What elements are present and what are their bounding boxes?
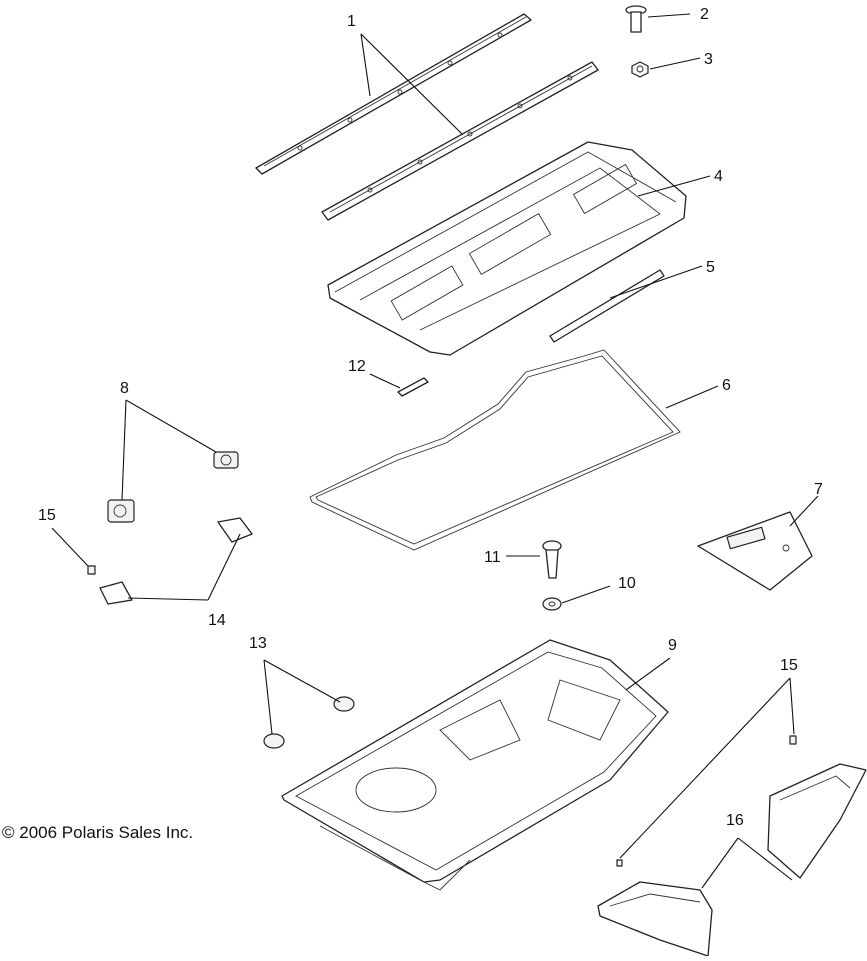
part-9-tub xyxy=(281,639,669,891)
callout-1: 1 xyxy=(347,13,356,30)
part-12-pin xyxy=(397,377,429,397)
part-5-rod xyxy=(549,269,665,343)
part-11-bolt xyxy=(542,540,562,579)
callout-4: 4 xyxy=(714,168,723,185)
callout-11: 11 xyxy=(484,549,501,566)
part-7-plate xyxy=(697,511,813,591)
callout-15-left: 15 xyxy=(38,507,56,524)
callout-labels: 1 2 3 4 5 6 7 8 9 10 11 12 13 14 15 15 1… xyxy=(38,6,823,829)
part-16-fenders xyxy=(597,763,867,957)
callout-2: 2 xyxy=(700,6,709,23)
callout-6: 6 xyxy=(722,377,731,394)
part-6-seal xyxy=(309,349,681,551)
part-1-strips xyxy=(255,13,599,221)
callout-3: 3 xyxy=(704,51,713,68)
part-15-fasteners xyxy=(87,565,797,867)
part-13-plugs xyxy=(263,696,355,749)
part-8-latches xyxy=(107,451,239,523)
callout-9: 9 xyxy=(668,637,677,654)
part-10-washer xyxy=(542,597,562,611)
callout-5: 5 xyxy=(706,259,715,276)
part-14-clips xyxy=(99,517,253,605)
callout-12: 12 xyxy=(348,358,366,375)
callout-14: 14 xyxy=(208,612,226,629)
callout-7: 7 xyxy=(814,481,823,498)
callout-13: 13 xyxy=(249,635,267,652)
callout-8: 8 xyxy=(120,380,129,397)
callout-16: 16 xyxy=(726,812,744,829)
part-2-bolt xyxy=(625,5,647,33)
copyright-notice: © 2006 Polaris Sales Inc. xyxy=(2,823,193,842)
part-4-floor-panel xyxy=(327,141,687,356)
callout-15-right: 15 xyxy=(780,657,798,674)
part-3-nut xyxy=(631,61,649,78)
callout-10: 10 xyxy=(618,575,636,592)
leader-lines xyxy=(51,13,819,889)
